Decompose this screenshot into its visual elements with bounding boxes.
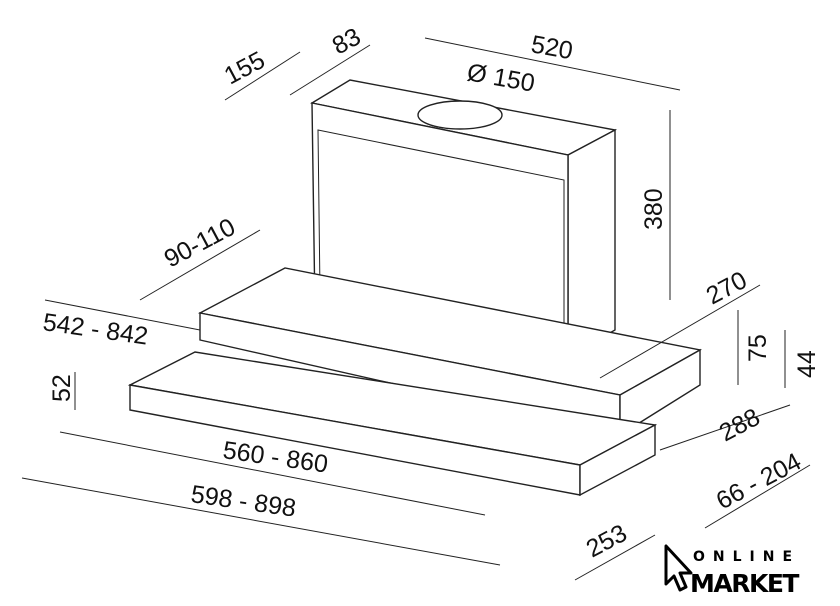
dim-288: 288 bbox=[715, 403, 765, 447]
dim-380: 380 bbox=[640, 188, 668, 230]
dimension-lines bbox=[21, 37, 811, 581]
dim-598-898: 598 - 898 bbox=[189, 480, 298, 522]
dim-90-110: 90-110 bbox=[160, 213, 240, 273]
pull-out-drawer bbox=[127, 351, 658, 497]
dim-520: 520 bbox=[529, 30, 575, 65]
dim-270: 270 bbox=[702, 266, 752, 310]
dim-253: 253 bbox=[582, 519, 632, 563]
logo-online-text: ONLINE bbox=[693, 549, 800, 565]
duct-outlet bbox=[417, 100, 503, 130]
dim-66-204: 66 - 204 bbox=[712, 447, 806, 515]
cursor-arrow-icon bbox=[664, 544, 693, 592]
dim-52: 52 bbox=[48, 374, 76, 402]
logo-market-text: MARKET bbox=[690, 569, 799, 598]
dim-75: 75 bbox=[744, 334, 772, 362]
dim-155: 155 bbox=[220, 46, 270, 90]
dim-542-842: 542 - 842 bbox=[41, 308, 150, 350]
dim-44: 44 bbox=[793, 350, 821, 378]
dim-83: 83 bbox=[328, 23, 366, 61]
online-market-logo: ONLINE MARKET bbox=[664, 544, 801, 598]
dim-diameter-150: Ø 150 bbox=[465, 58, 537, 97]
